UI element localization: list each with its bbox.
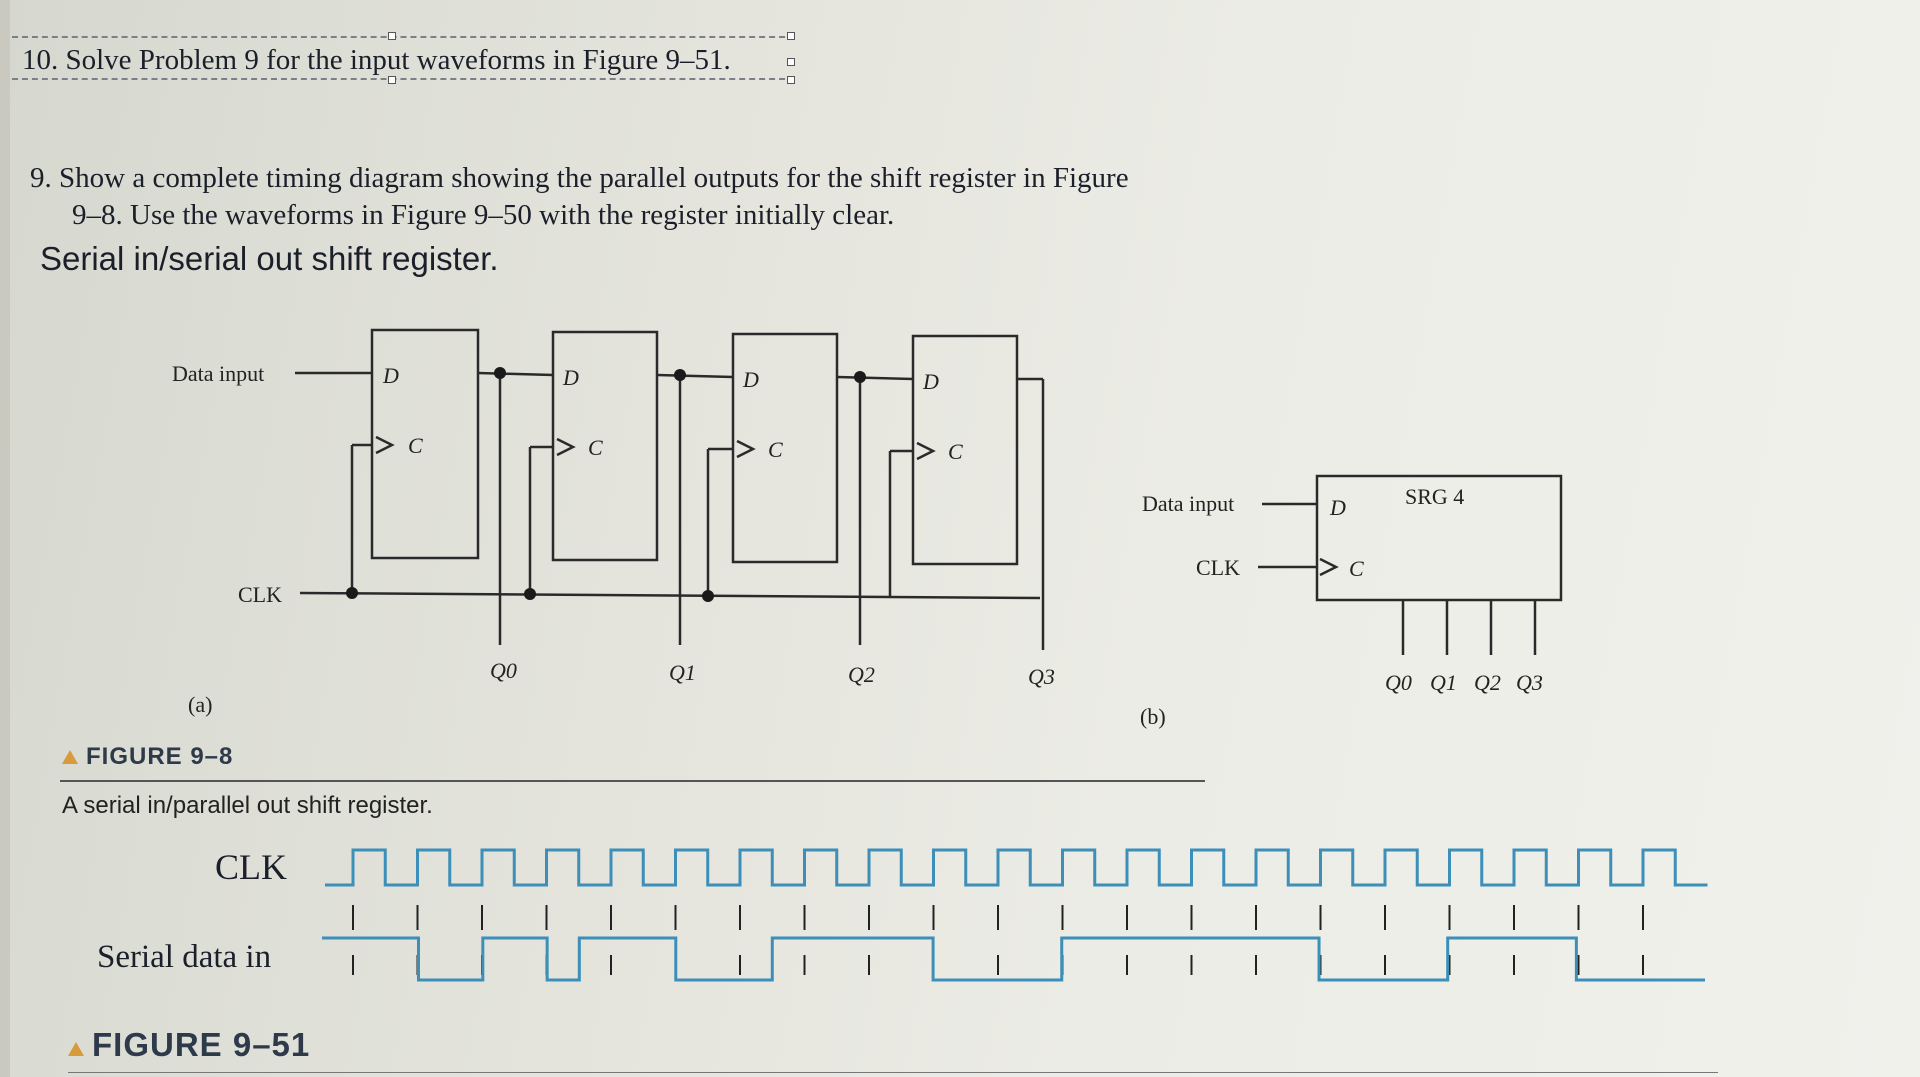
serial-data-waveform [322, 936, 1705, 982]
problem-10-textbox[interactable]: 10. Solve Problem 9 for the input wavefo… [12, 36, 795, 80]
b-output-q0: Q0 [1385, 670, 1412, 695]
b-output-q1: Q1 [1430, 670, 1457, 695]
ff1-d-label: D [562, 365, 579, 390]
ff2-c-label: C [768, 437, 783, 462]
ff3-c-label: C [948, 439, 963, 464]
a-output-q0: Q0 [490, 658, 517, 683]
waveform-serial-data-label: Serial data in [97, 939, 272, 975]
junction-q2 [854, 371, 866, 383]
a-output-q2: Q2 [848, 662, 875, 687]
srg4-block [1315, 474, 1563, 602]
figure-9-8-caption-text: A serial in/parallel out shift register. [62, 792, 433, 819]
b-d-label: D [1329, 495, 1346, 520]
problem-10-text: Solve Problem 9 for the input waveforms … [65, 44, 731, 76]
a-output-q3: Q3 [1028, 664, 1055, 689]
part-a-label: (a) [188, 692, 212, 717]
ff0-d-label: D [382, 363, 399, 388]
problem-9: 9. Show a complete timing diagram showin… [30, 160, 1129, 234]
srg4-name: SRG 4 [1405, 484, 1464, 509]
junction-q0 [494, 367, 506, 379]
b-output-q3: Q3 [1516, 670, 1543, 695]
b-data-input-label: Data input [1142, 491, 1234, 516]
waveform-clk-label: CLK [215, 847, 287, 887]
a-clk-label: CLK [238, 582, 282, 607]
ff0-c-label: C [408, 433, 423, 458]
junction-clk-0 [346, 587, 358, 599]
resize-handle-right[interactable] [787, 58, 795, 66]
circuit-b [1258, 474, 1563, 655]
b-clk-label: CLK [1196, 555, 1240, 580]
caption-rule [60, 780, 1205, 782]
clock-trace [325, 848, 1708, 887]
resize-handle-top[interactable] [388, 32, 396, 40]
ff3-d-label: D [922, 369, 939, 394]
a-output-q1: Q1 [669, 660, 696, 685]
b-output-q2: Q2 [1474, 670, 1501, 695]
problem-9-line1: Show a complete timing diagram showing t… [59, 162, 1129, 194]
junction-clk-2 [702, 590, 714, 602]
circuit-a [295, 328, 1045, 650]
clock-waveform [325, 848, 1708, 887]
ff2-d-label: D [742, 367, 759, 392]
caption-triangle-icon-2 [68, 1042, 84, 1056]
figure-9-8-caption-title: FIGURE 9–8 [62, 743, 233, 771]
part-b-label: (b) [1140, 704, 1166, 729]
caption-triangle-icon [62, 750, 78, 764]
problem-9-line2: 9–8. Use the waveforms in Figure 9–50 wi… [72, 199, 895, 231]
resize-handle-top-right[interactable] [787, 32, 795, 40]
page-edge [0, 0, 10, 1077]
problem-9-number: 9. [30, 162, 52, 194]
problem-10-number: 10. [22, 44, 59, 76]
b-c-label: C [1349, 556, 1364, 581]
resize-handle-bottom[interactable] [388, 76, 396, 84]
serial-data-trace [322, 936, 1705, 982]
figure-9-51-caption-title: FIGURE 9–51 [68, 1026, 310, 1064]
section-header: Serial in/serial out shift register. [40, 240, 499, 277]
resize-handle-bottom-right[interactable] [787, 76, 795, 84]
caption-rule-2 [68, 1072, 1718, 1073]
junction-q1 [674, 369, 686, 381]
a-data-input-label: Data input [172, 361, 264, 386]
ff1-c-label: C [588, 435, 603, 460]
junction-clk-1 [524, 588, 536, 600]
